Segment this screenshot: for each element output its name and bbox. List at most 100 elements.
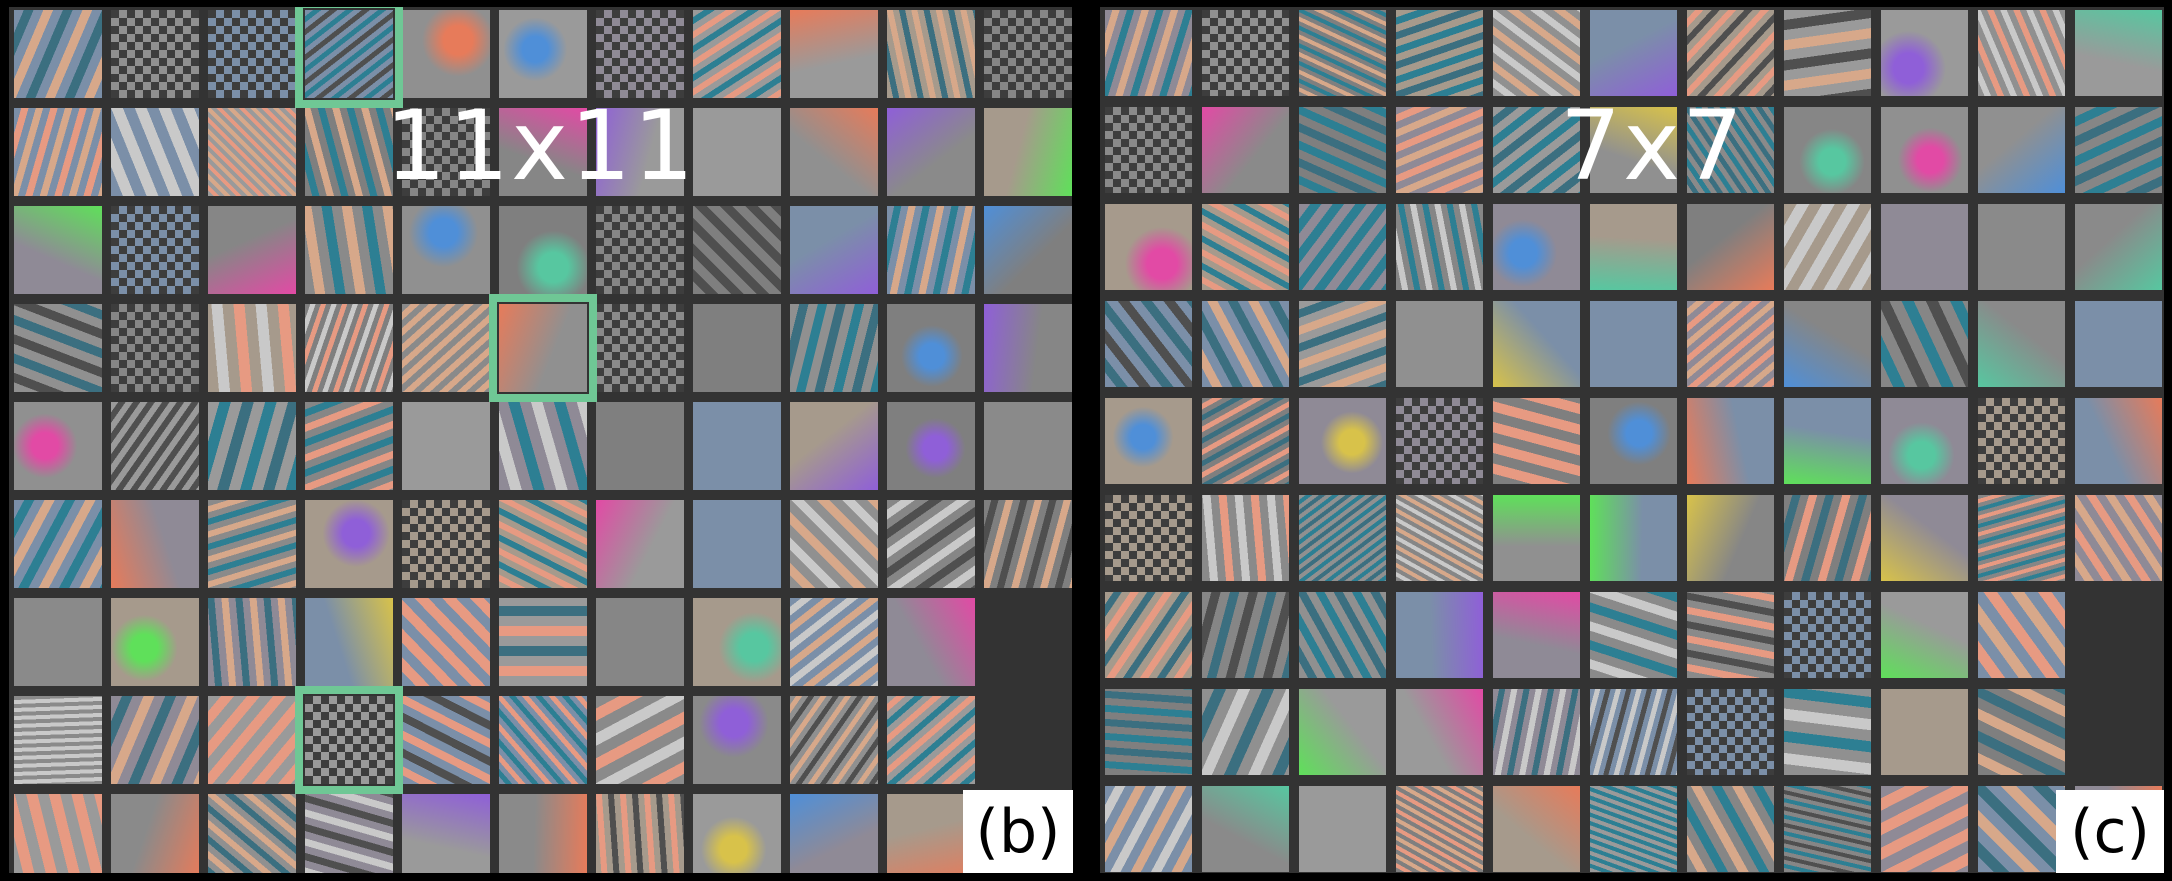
filter-tile xyxy=(2075,495,2162,581)
filter-tile xyxy=(1299,786,1386,872)
filter-tile xyxy=(499,108,587,196)
filter-tile xyxy=(402,10,490,98)
filter-tile xyxy=(984,402,1072,490)
filter-tile xyxy=(499,500,587,588)
filter-tile xyxy=(208,598,296,686)
filter-tile xyxy=(14,10,102,98)
filter-tile xyxy=(887,108,975,196)
filter-tile xyxy=(984,108,1072,196)
filter-tile xyxy=(596,696,684,784)
filter-tile xyxy=(1687,495,1774,581)
filter-tile xyxy=(1881,689,1968,775)
filter-tile xyxy=(1202,301,1289,387)
filter-tile xyxy=(1590,204,1677,290)
filter-tile xyxy=(790,108,878,196)
filter-tile xyxy=(984,500,1072,588)
filter-tile xyxy=(887,696,975,784)
filter-tile xyxy=(1105,10,1192,96)
filter-tile xyxy=(1105,786,1192,872)
filter-tile xyxy=(499,794,587,873)
filter-tile xyxy=(1299,10,1386,96)
filter-tile xyxy=(208,794,296,873)
filter-tile xyxy=(790,500,878,588)
filter-tile xyxy=(1687,301,1774,387)
filter-tile xyxy=(208,10,296,98)
highlighted-filter-tile xyxy=(295,7,403,108)
filter-tile xyxy=(1105,689,1192,775)
filter-tile xyxy=(1881,107,1968,193)
filter-tile xyxy=(1687,204,1774,290)
filter-tile xyxy=(1590,301,1677,387)
filter-tile xyxy=(1784,398,1871,484)
filter-tile xyxy=(1396,495,1483,581)
filter-tile xyxy=(1493,592,1580,678)
filter-tile xyxy=(14,696,102,784)
filter-tile xyxy=(1396,301,1483,387)
filter-tile xyxy=(596,206,684,294)
filter-tile xyxy=(1105,107,1192,193)
filter-tile xyxy=(499,402,587,490)
filter-tile xyxy=(208,696,296,784)
filter-tile xyxy=(305,108,393,196)
filter-tile xyxy=(1396,786,1483,872)
filter-tile xyxy=(887,402,975,490)
filter-tile xyxy=(499,10,587,98)
filter-tile xyxy=(14,598,102,686)
filter-tile xyxy=(1396,204,1483,290)
filter-tile xyxy=(2075,10,2162,96)
filter-tile xyxy=(1105,495,1192,581)
filter-tile xyxy=(402,598,490,686)
filter-tile xyxy=(1105,592,1192,678)
panel-tag-b: (b) xyxy=(963,790,1073,873)
filter-tile xyxy=(14,402,102,490)
filter-tile xyxy=(1784,10,1871,96)
filter-tile xyxy=(208,206,296,294)
highlighted-filter-tile xyxy=(295,686,403,794)
filter-tile xyxy=(693,598,781,686)
empty-tile xyxy=(984,696,1072,784)
filter-tile xyxy=(402,108,490,196)
filter-tile xyxy=(402,696,490,784)
filter-tile xyxy=(111,598,199,686)
filter-tile xyxy=(693,304,781,392)
filter-grid xyxy=(1105,10,2162,872)
filter-tile xyxy=(1881,10,1968,96)
filter-panel-7x7 xyxy=(1100,7,2164,873)
filter-tile xyxy=(596,108,684,196)
filter-tile xyxy=(1784,786,1871,872)
filter-tile xyxy=(499,598,587,686)
filter-tile xyxy=(111,304,199,392)
filter-tile xyxy=(1493,204,1580,290)
filter-tile xyxy=(14,500,102,588)
filter-tile xyxy=(1590,398,1677,484)
filter-tile xyxy=(14,206,102,294)
filter-tile xyxy=(1299,301,1386,387)
empty-tile xyxy=(984,598,1072,686)
filter-panel-11x11 xyxy=(9,7,1072,873)
filter-tile xyxy=(1202,495,1289,581)
filter-tile xyxy=(1590,107,1677,193)
filter-tile xyxy=(111,10,199,98)
empty-tile xyxy=(2075,592,2162,678)
filter-tile xyxy=(1299,107,1386,193)
filter-tile xyxy=(111,108,199,196)
filter-tile xyxy=(1202,786,1289,872)
filter-tile xyxy=(693,794,781,873)
filter-tile xyxy=(402,206,490,294)
filter-tile xyxy=(1202,107,1289,193)
filter-tile xyxy=(1978,10,2065,96)
filter-tile xyxy=(984,206,1072,294)
filter-tile xyxy=(596,794,684,873)
filter-tile xyxy=(1978,592,2065,678)
filter-tile xyxy=(1784,689,1871,775)
filter-tile xyxy=(305,500,393,588)
filter-tile xyxy=(1590,689,1677,775)
filter-tile xyxy=(2075,107,2162,193)
filter-tile xyxy=(1978,786,2065,872)
filter-tile xyxy=(111,696,199,784)
filter-tile xyxy=(790,10,878,98)
filter-tile xyxy=(2075,301,2162,387)
filter-tile xyxy=(1202,689,1289,775)
filter-tile xyxy=(1590,495,1677,581)
filter-tile xyxy=(14,108,102,196)
